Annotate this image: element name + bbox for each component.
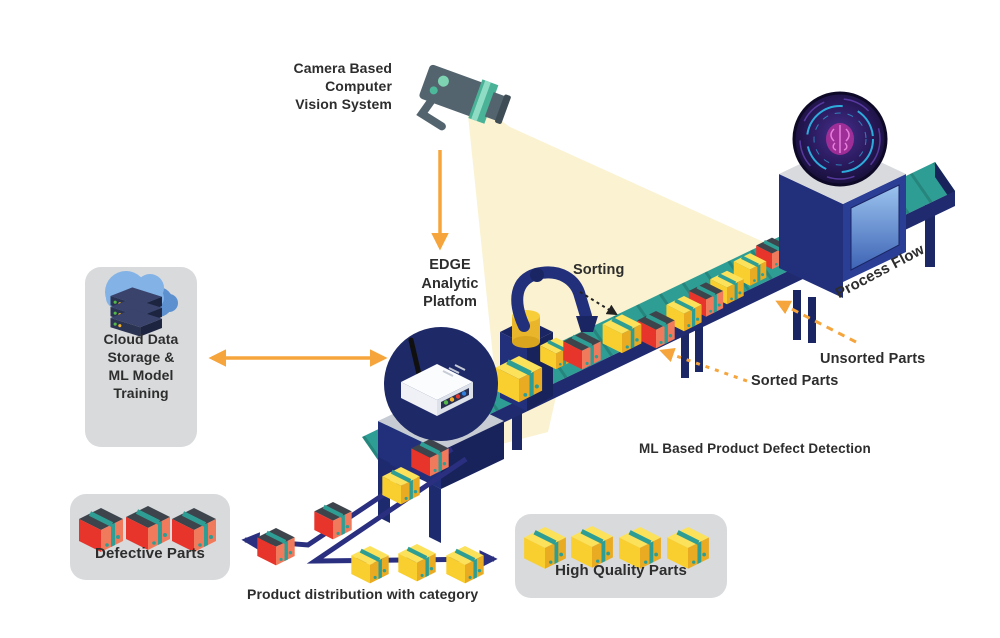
camera-icon [416,64,511,131]
high-quality-parts-panel [515,514,727,598]
server-stack-icon [110,287,162,337]
sorting-arrow [579,291,618,316]
sorted-parts-label: Sorted Parts [751,373,839,389]
defective-parts-label: Defective Parts [95,545,205,562]
diagram-title: ML Based Product Defect Detection [639,441,871,456]
edge-router-icon [384,327,498,441]
edge-platform-label: EDGE Analytic Platfom [421,257,479,311]
flow-arrows [208,150,857,383]
distribution-caption: Product distribution with category [247,586,479,602]
cloud-storage-label: Cloud Data Storage & ML Model Training [103,331,179,401]
unsorted-parts-label: Unsorted Parts [820,351,926,367]
camera-system-label: Camera Based Computer Vision System [293,60,392,112]
ai-brain-icon [792,91,888,187]
sorted-parts-arrow [659,347,748,383]
high-quality-parts-label: High Quality Parts [555,562,687,579]
cloud-panel [85,267,197,447]
defective-parts-panel [70,494,230,580]
sorting-label: Sorting [573,262,625,278]
unsorted-parts-arrow [775,300,857,344]
